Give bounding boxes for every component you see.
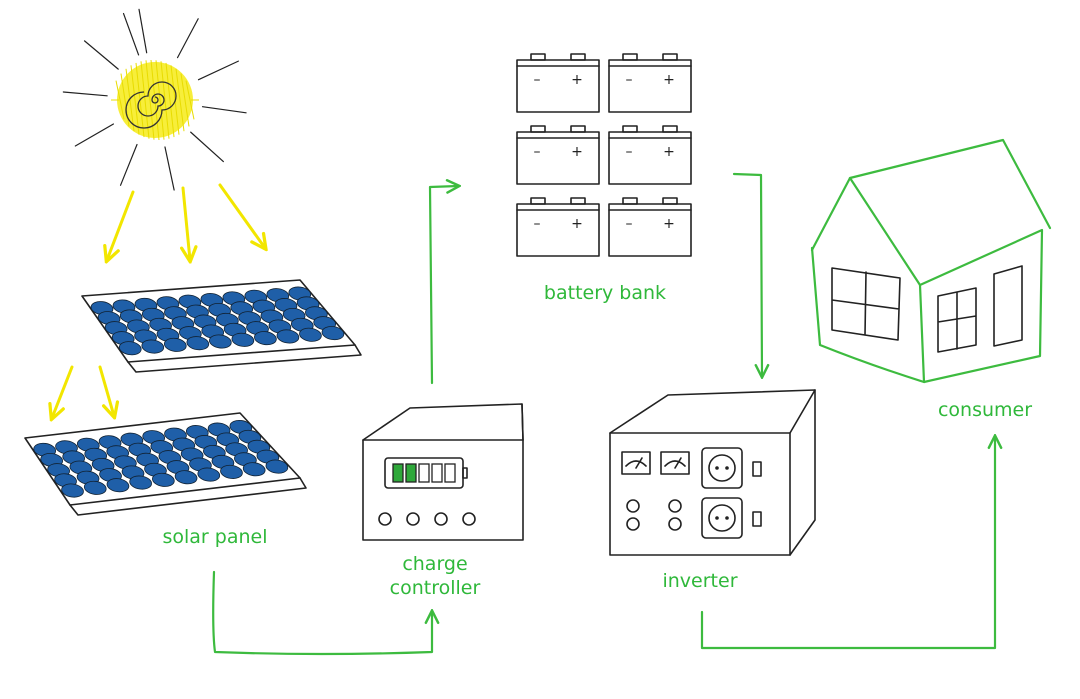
- solar-cell: [118, 341, 142, 356]
- battery-plus-label: +: [663, 216, 675, 232]
- gauge-icon: [621, 451, 651, 475]
- solar-cell: [254, 331, 277, 346]
- solar-cell: [197, 467, 221, 482]
- sun-ray: [176, 18, 199, 59]
- charge-controller-label-line2: controller: [389, 577, 481, 599]
- switch-icon: [752, 511, 762, 527]
- solar-panel-label: solar panel: [162, 526, 268, 548]
- charge-segment: [392, 463, 404, 483]
- solar-cell: [321, 326, 345, 341]
- battery-minus-label: –: [534, 144, 541, 160]
- solar-cell: [220, 464, 243, 479]
- controller-knob: [378, 512, 392, 526]
- controller-knob: [434, 512, 448, 526]
- battery-plus-label: +: [571, 144, 583, 160]
- charge-segment: [444, 463, 456, 483]
- solar-cell: [129, 475, 152, 490]
- battery-minus-label: –: [534, 72, 541, 88]
- charge-segment: [431, 463, 443, 483]
- sun-ray: [164, 146, 175, 191]
- power-outlet-icon: [701, 497, 743, 539]
- solar-cell: [141, 339, 165, 354]
- battery-minus-label: –: [534, 216, 541, 232]
- charge-segment: [418, 463, 430, 483]
- solar-cell: [174, 470, 198, 485]
- battery-plus-label: +: [663, 72, 675, 88]
- charge-segment: [405, 463, 417, 483]
- charge-controller-label: charge controller: [355, 552, 515, 600]
- house-icon: [810, 138, 1052, 384]
- sun-ray: [122, 12, 140, 56]
- sun-ray: [119, 143, 138, 186]
- battery-plus-label: +: [571, 216, 583, 232]
- battery-icon: –+: [516, 125, 600, 185]
- charge-controller-device: [362, 403, 524, 541]
- battery-icon: –+: [516, 197, 600, 257]
- solar-cell: [83, 480, 107, 495]
- sun-spiral: [125, 81, 177, 129]
- battery-bank-label: battery bank: [543, 282, 667, 304]
- inverter-label: inverter: [662, 570, 738, 592]
- sun-ray: [62, 91, 108, 97]
- solar-panel-upper: [81, 279, 362, 373]
- sun-ray: [201, 106, 247, 114]
- sun-ray: [197, 60, 239, 81]
- controller-knob: [406, 512, 420, 526]
- battery-icon: –+: [516, 53, 600, 113]
- sun-ray: [83, 40, 119, 70]
- solar-cell: [186, 336, 210, 351]
- gauge-icon: [660, 451, 690, 475]
- sun-icon: [62, 8, 247, 191]
- solar-cell: [163, 337, 187, 352]
- controller-knob: [462, 512, 476, 526]
- charge-controller-label-line1: charge: [402, 553, 468, 575]
- sun-ray: [74, 123, 115, 147]
- switch-icon: [752, 461, 762, 477]
- sun-ray: [138, 8, 148, 54]
- solar-cell: [231, 332, 255, 347]
- battery-minus-label: –: [626, 144, 633, 160]
- consumer-label: consumer: [937, 399, 1033, 421]
- power-outlet-icon: [701, 447, 743, 489]
- battery-minus-label: –: [626, 216, 633, 232]
- battery-bank-device: –+–+–+–+–+–+: [516, 53, 692, 257]
- solar-cell: [209, 334, 232, 349]
- solar-cell: [299, 327, 322, 342]
- battery-plus-label: +: [571, 72, 583, 88]
- solar-cell: [152, 472, 175, 487]
- solar-cell: [61, 483, 84, 498]
- battery-icon: –+: [608, 53, 692, 113]
- solar-cell: [276, 329, 300, 344]
- solar-panel-lower: [24, 412, 307, 516]
- battery-plus-label: +: [663, 144, 675, 160]
- inverter-device: [609, 389, 816, 556]
- sun-ray: [190, 131, 224, 163]
- solar-cell: [265, 459, 289, 474]
- solar-cell: [106, 478, 130, 493]
- solar-cell: [242, 462, 266, 477]
- battery-icon: –+: [608, 125, 692, 185]
- energy-flow-arrows: [212, 172, 995, 656]
- sunlight-rays: [52, 183, 265, 418]
- battery-minus-label: –: [626, 72, 633, 88]
- battery-icon: –+: [608, 197, 692, 257]
